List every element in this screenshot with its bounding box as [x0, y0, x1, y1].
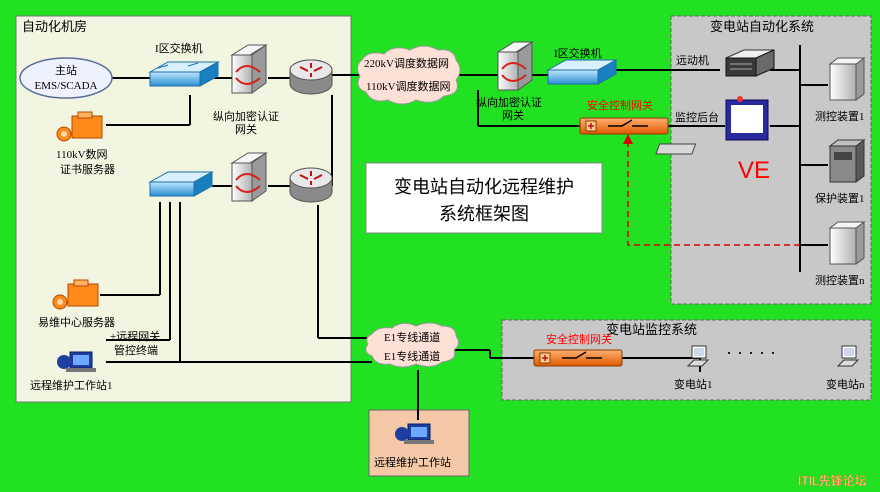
e1-a-label: E1专线通道	[384, 330, 440, 344]
maintenance-server-icon[interactable]	[52, 279, 99, 310]
e1-b-label: E1专线通道	[384, 349, 440, 363]
switch-left-label: I区交换机	[155, 41, 203, 55]
measure-n-label: 测控装置n	[815, 273, 865, 287]
gateway-right-label-1: 纵向加密认证	[476, 95, 542, 109]
encryption-gateway-icon[interactable]	[230, 152, 268, 202]
switch-right-label: I区交换机	[554, 46, 602, 60]
substation-auto-title: 变电站自动化系统	[710, 19, 814, 34]
security-gateway-icon[interactable]	[533, 349, 623, 367]
security-gateway-icon[interactable]	[579, 117, 669, 135]
monitor-backend-icon[interactable]	[655, 96, 769, 155]
substation-pc-icon[interactable]	[686, 345, 710, 367]
measure-device-icon[interactable]	[828, 221, 866, 265]
encryption-gateway-icon[interactable]	[230, 44, 268, 94]
workstation-1-label: 远程维护工作站1	[30, 378, 113, 392]
telecontrol-label: 远动机	[676, 53, 709, 67]
substation-1-label: 变电站1	[674, 377, 713, 391]
gateway-left-label-1: 纵向加密认证	[213, 109, 279, 123]
maint-server-label: 易维中心服务器	[38, 316, 115, 329]
substation-n-label: 变电站n	[826, 377, 865, 391]
router-icon[interactable]	[289, 59, 333, 95]
e1-channel-cloud	[365, 322, 460, 368]
workstation-icon[interactable]	[57, 351, 96, 372]
main-station-line-1: 主站	[55, 63, 77, 77]
measure-1-label: 测控装置1	[815, 109, 865, 123]
monitor-alert-line	[627, 140, 800, 246]
dispatch-network-cloud	[356, 45, 461, 105]
protection-device-icon[interactable]	[828, 139, 866, 183]
gateway-terminal-label-2: 管控终端	[114, 343, 158, 357]
switch-icon[interactable]	[148, 171, 214, 197]
router-icon[interactable]	[289, 167, 333, 203]
gateway-left-label-2: 网关	[235, 122, 257, 136]
switch-icon[interactable]	[546, 59, 618, 85]
machine-room-title: 自动化机房	[22, 19, 87, 34]
title-box	[365, 162, 603, 234]
gateway-terminal-label-1: +远程网关	[110, 329, 160, 343]
watermark: ITIL先锋论坛	[798, 474, 867, 488]
encryption-gateway-icon[interactable]	[496, 41, 534, 91]
ve-label: VE	[738, 157, 770, 184]
gateway-right-label-2: 网关	[502, 108, 524, 122]
main-station-node[interactable]	[19, 57, 113, 99]
substation-pc-icon[interactable]	[836, 345, 860, 367]
net-220-label: 220kV调度数据网	[364, 56, 449, 70]
workstation-icon[interactable]	[395, 423, 434, 444]
substation-monitor-title: 变电站监控系统	[606, 322, 697, 337]
title-line-1: 变电站自动化远程维护	[394, 177, 574, 197]
main-station-line-2: EMS/SCADA	[35, 80, 98, 92]
cert-server-label-1: 110kV数网	[56, 148, 108, 161]
title-line-2: 系统框架图	[439, 204, 529, 224]
cert-server-label-2: 证书服务器	[60, 163, 115, 176]
security-gw-top-label: 安全控制网关	[587, 98, 653, 112]
cert-server-icon[interactable]	[56, 111, 103, 142]
net-110-label: 110kV调度数据网	[366, 79, 451, 93]
telecontrol-device-icon[interactable]	[725, 49, 775, 77]
monitor-backend-label: 监控后台	[675, 110, 719, 124]
workstation-ext-label: 远程维护工作站	[374, 455, 451, 469]
security-gw-bottom-label: 安全控制网关	[546, 332, 612, 346]
monitor-alert-arrowhead	[623, 134, 633, 144]
connection-lines	[100, 45, 828, 420]
measure-device-icon[interactable]	[828, 57, 866, 101]
dots-label: · · · · ·	[726, 342, 776, 362]
switch-icon[interactable]	[148, 61, 220, 87]
protection-label: 保护装置1	[815, 191, 865, 205]
